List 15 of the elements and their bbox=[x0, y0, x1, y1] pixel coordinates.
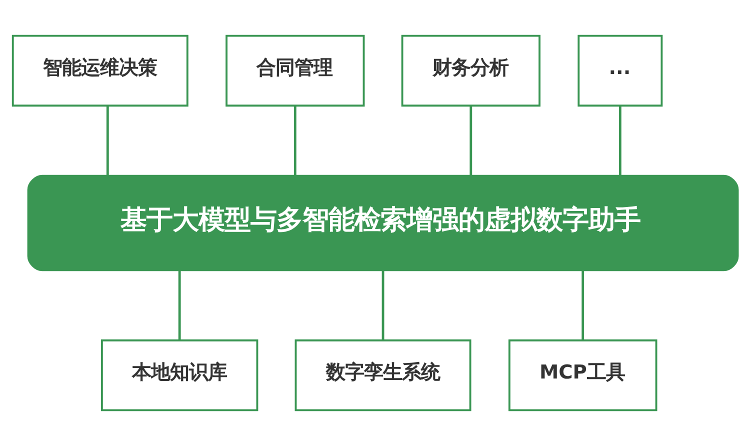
node-box: MCP工具 bbox=[508, 339, 658, 412]
connector bbox=[294, 106, 296, 175]
connector bbox=[106, 106, 109, 175]
node-box: 合同管理 bbox=[226, 34, 365, 107]
connector bbox=[178, 270, 181, 340]
node-box: 财务分析 bbox=[401, 34, 540, 107]
node-box: 基于大模型与多智能检索增强的虚拟数字助手 bbox=[27, 174, 739, 272]
connector bbox=[618, 106, 622, 175]
connector bbox=[582, 270, 584, 340]
node-box: 数字孪生系统 bbox=[294, 339, 472, 412]
connector bbox=[382, 270, 384, 340]
connector bbox=[470, 106, 472, 175]
node-box: 智能运维决策 bbox=[12, 34, 188, 107]
node-box: ... bbox=[578, 34, 663, 107]
node-box: 本地知识库 bbox=[100, 339, 258, 412]
